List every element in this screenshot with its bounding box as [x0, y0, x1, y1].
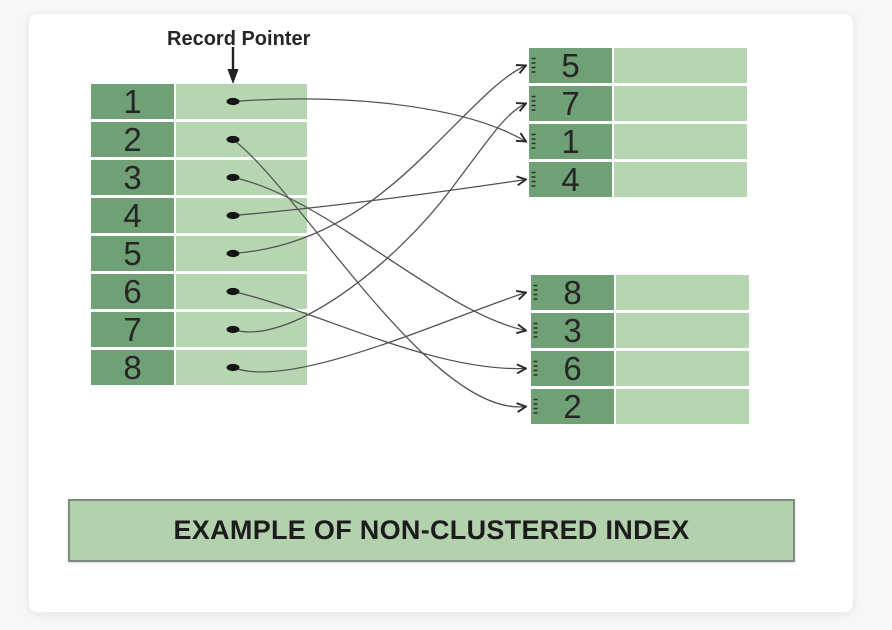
data-cell [614, 162, 747, 197]
data-cell [614, 86, 747, 121]
record-pointer-cell [176, 122, 307, 157]
key-cell: 6 [91, 274, 174, 309]
data-cell [616, 313, 749, 348]
key-cell: 1 [91, 84, 174, 119]
index-row: 1 [91, 84, 307, 119]
data-row: 5 [529, 48, 747, 83]
data-row: 3 [531, 313, 749, 348]
key-cell: 7 [529, 86, 612, 121]
record-pointer-cell [176, 236, 307, 271]
index-row: 7 [91, 312, 307, 347]
key-cell: 2 [531, 389, 614, 424]
data-row: 1 [529, 124, 747, 159]
data-cell [616, 351, 749, 386]
data-row: 2 [531, 389, 749, 424]
index-row: 2 [91, 122, 307, 157]
key-cell: 8 [91, 350, 174, 385]
record-pointer-cell [176, 84, 307, 119]
caption-text: EXAMPLE OF NON-CLUSTERED INDEX [173, 515, 690, 545]
record-pointer-cell [176, 350, 307, 385]
key-cell: 4 [529, 162, 612, 197]
index-row: 5 [91, 236, 307, 271]
record-pointer-cell [176, 198, 307, 233]
index-row: 6 [91, 274, 307, 309]
record-pointer-cell [176, 274, 307, 309]
data-cell [616, 275, 749, 310]
key-cell: 4 [91, 198, 174, 233]
data-row: 7 [529, 86, 747, 121]
data-row: 8 [531, 275, 749, 310]
index-row: 4 [91, 198, 307, 233]
data-row: 4 [529, 162, 747, 197]
data-cell [614, 124, 747, 159]
key-cell: 3 [531, 313, 614, 348]
record-pointer-cell [176, 312, 307, 347]
key-cell: 5 [529, 48, 612, 83]
index-row: 3 [91, 160, 307, 195]
caption-banner: EXAMPLE OF NON-CLUSTERED INDEX [68, 499, 795, 562]
data-cell [616, 389, 749, 424]
record-pointer-cell [176, 160, 307, 195]
key-cell: 7 [91, 312, 174, 347]
key-cell: 6 [531, 351, 614, 386]
data-row: 6 [531, 351, 749, 386]
data-cell [614, 48, 747, 83]
record-pointer-label: Record Pointer [167, 28, 311, 50]
key-cell: 2 [91, 122, 174, 157]
key-cell: 5 [91, 236, 174, 271]
key-cell: 3 [91, 160, 174, 195]
key-cell: 8 [531, 275, 614, 310]
index-row: 8 [91, 350, 307, 385]
key-cell: 1 [529, 124, 612, 159]
